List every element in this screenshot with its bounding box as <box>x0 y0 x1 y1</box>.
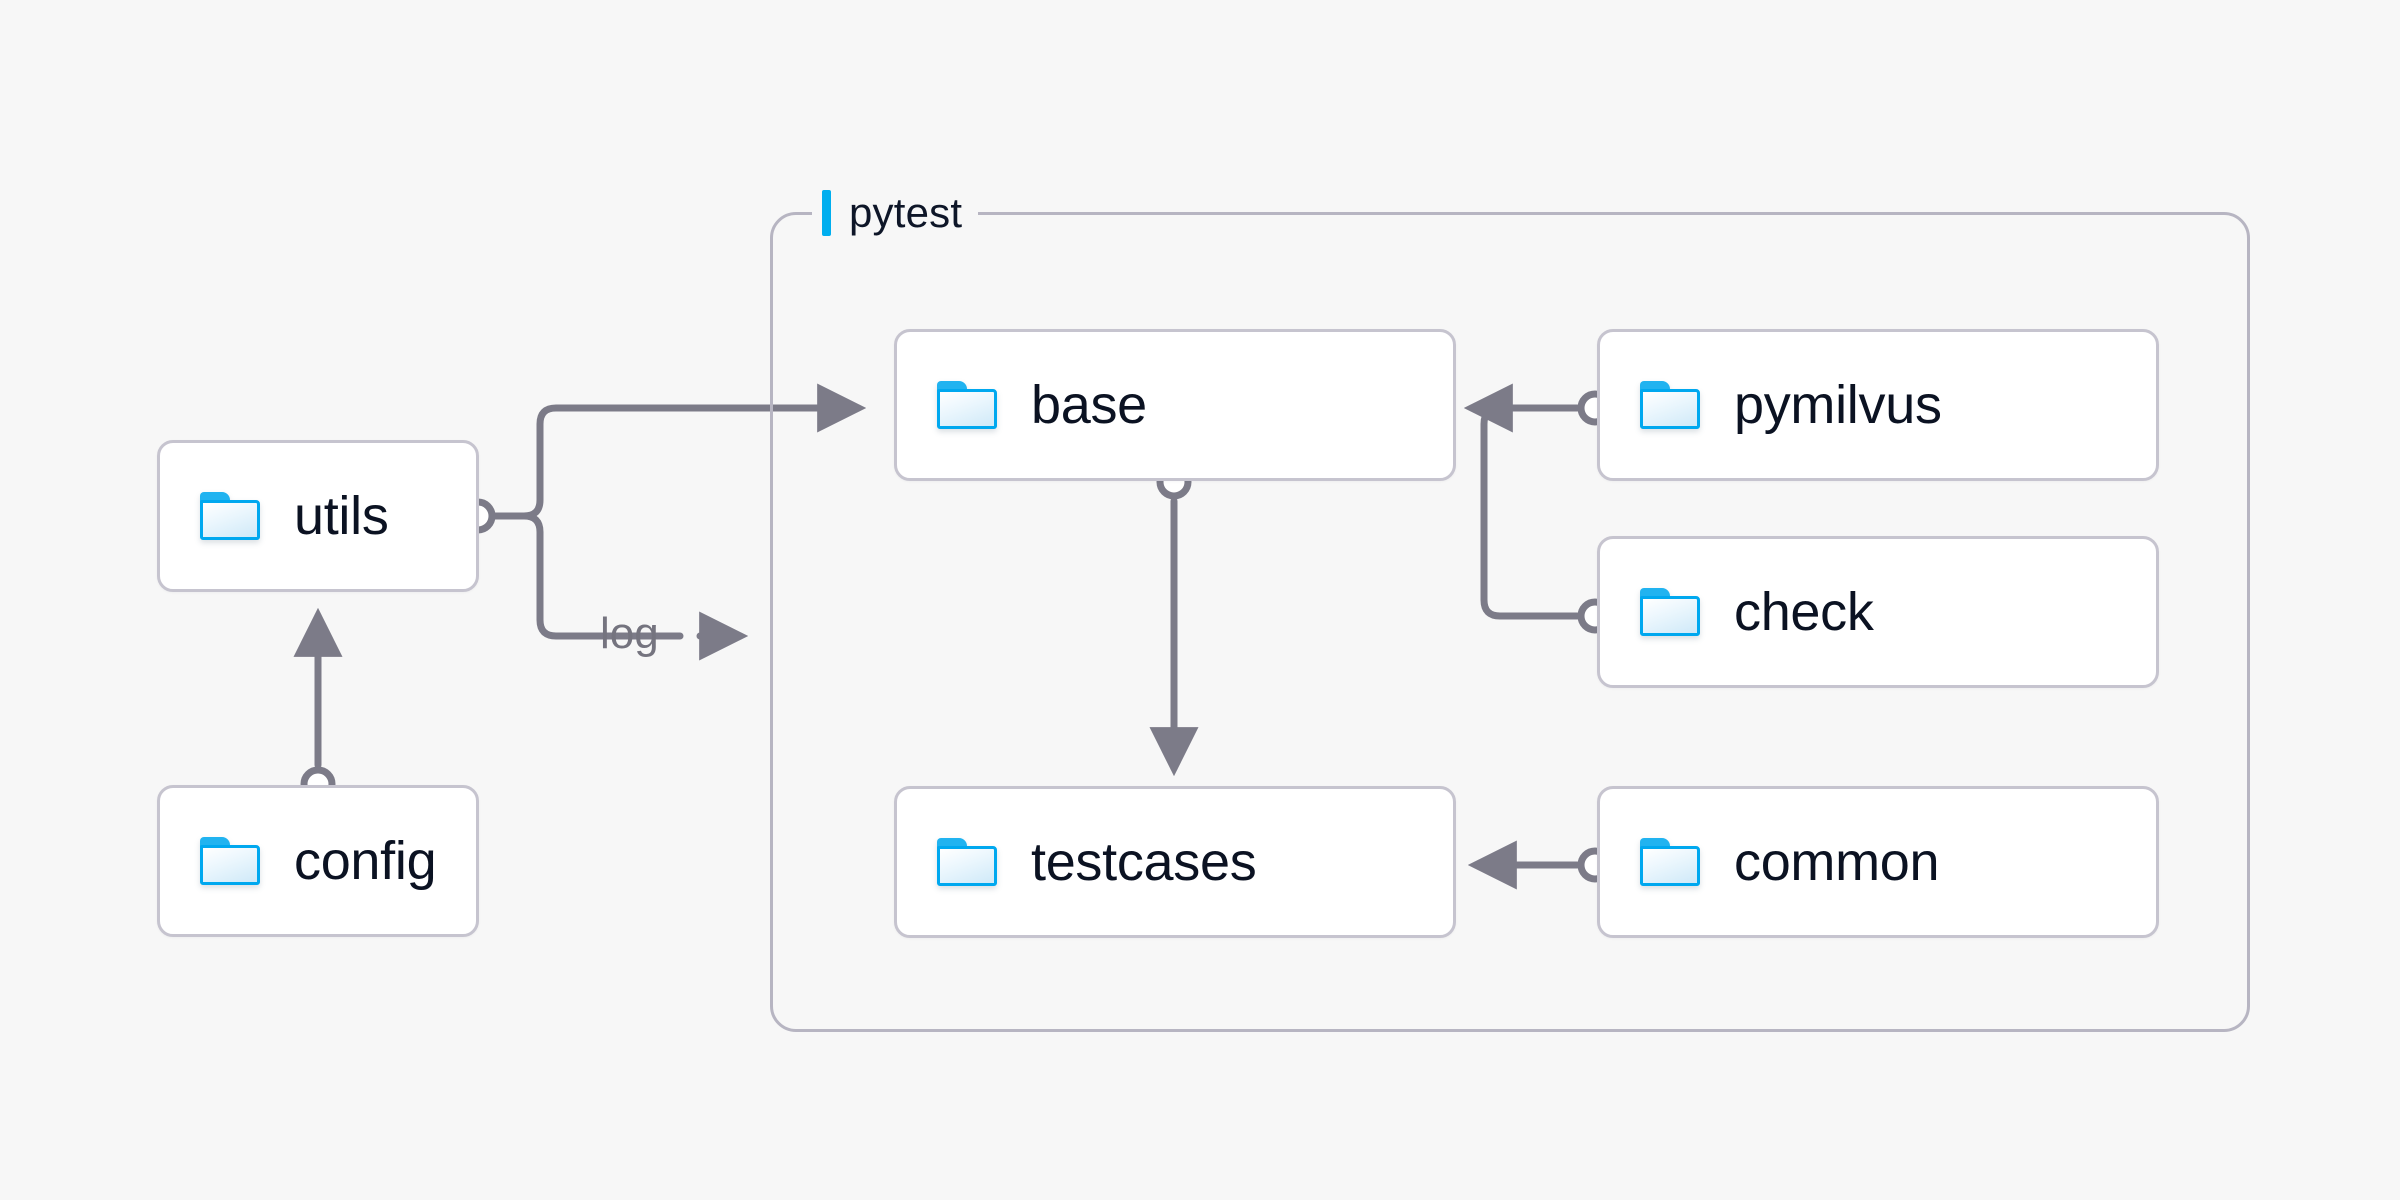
node-utils[interactable]: utils <box>157 440 479 592</box>
node-common[interactable]: common <box>1597 786 2159 938</box>
node-testcases[interactable]: testcases <box>894 786 1456 938</box>
folder-icon <box>937 838 997 886</box>
node-testcases-label: testcases <box>1031 832 1257 892</box>
node-config-label: config <box>294 831 437 891</box>
node-config[interactable]: config <box>157 785 479 937</box>
edge-label-log: log <box>600 609 659 658</box>
node-base[interactable]: base <box>894 329 1456 481</box>
group-pytest[interactable] <box>770 212 2250 1032</box>
folder-icon <box>200 837 260 885</box>
node-pymilvus-label: pymilvus <box>1734 375 1942 435</box>
node-check[interactable]: check <box>1597 536 2159 688</box>
node-check-label: check <box>1734 582 1874 642</box>
group-accent-bar <box>822 190 831 236</box>
node-pymilvus[interactable]: pymilvus <box>1597 329 2159 481</box>
folder-icon <box>1640 588 1700 636</box>
group-title-text: pytest <box>849 189 963 236</box>
node-common-label: common <box>1734 832 1940 892</box>
edge-utils-to-log <box>490 512 684 640</box>
folder-icon <box>1640 838 1700 886</box>
group-pytest-label: pytest <box>812 185 979 241</box>
node-base-label: base <box>1031 375 1147 435</box>
folder-icon <box>1640 381 1700 429</box>
node-utils-label: utils <box>294 486 389 546</box>
folder-icon <box>937 381 997 429</box>
folder-icon <box>200 492 260 540</box>
